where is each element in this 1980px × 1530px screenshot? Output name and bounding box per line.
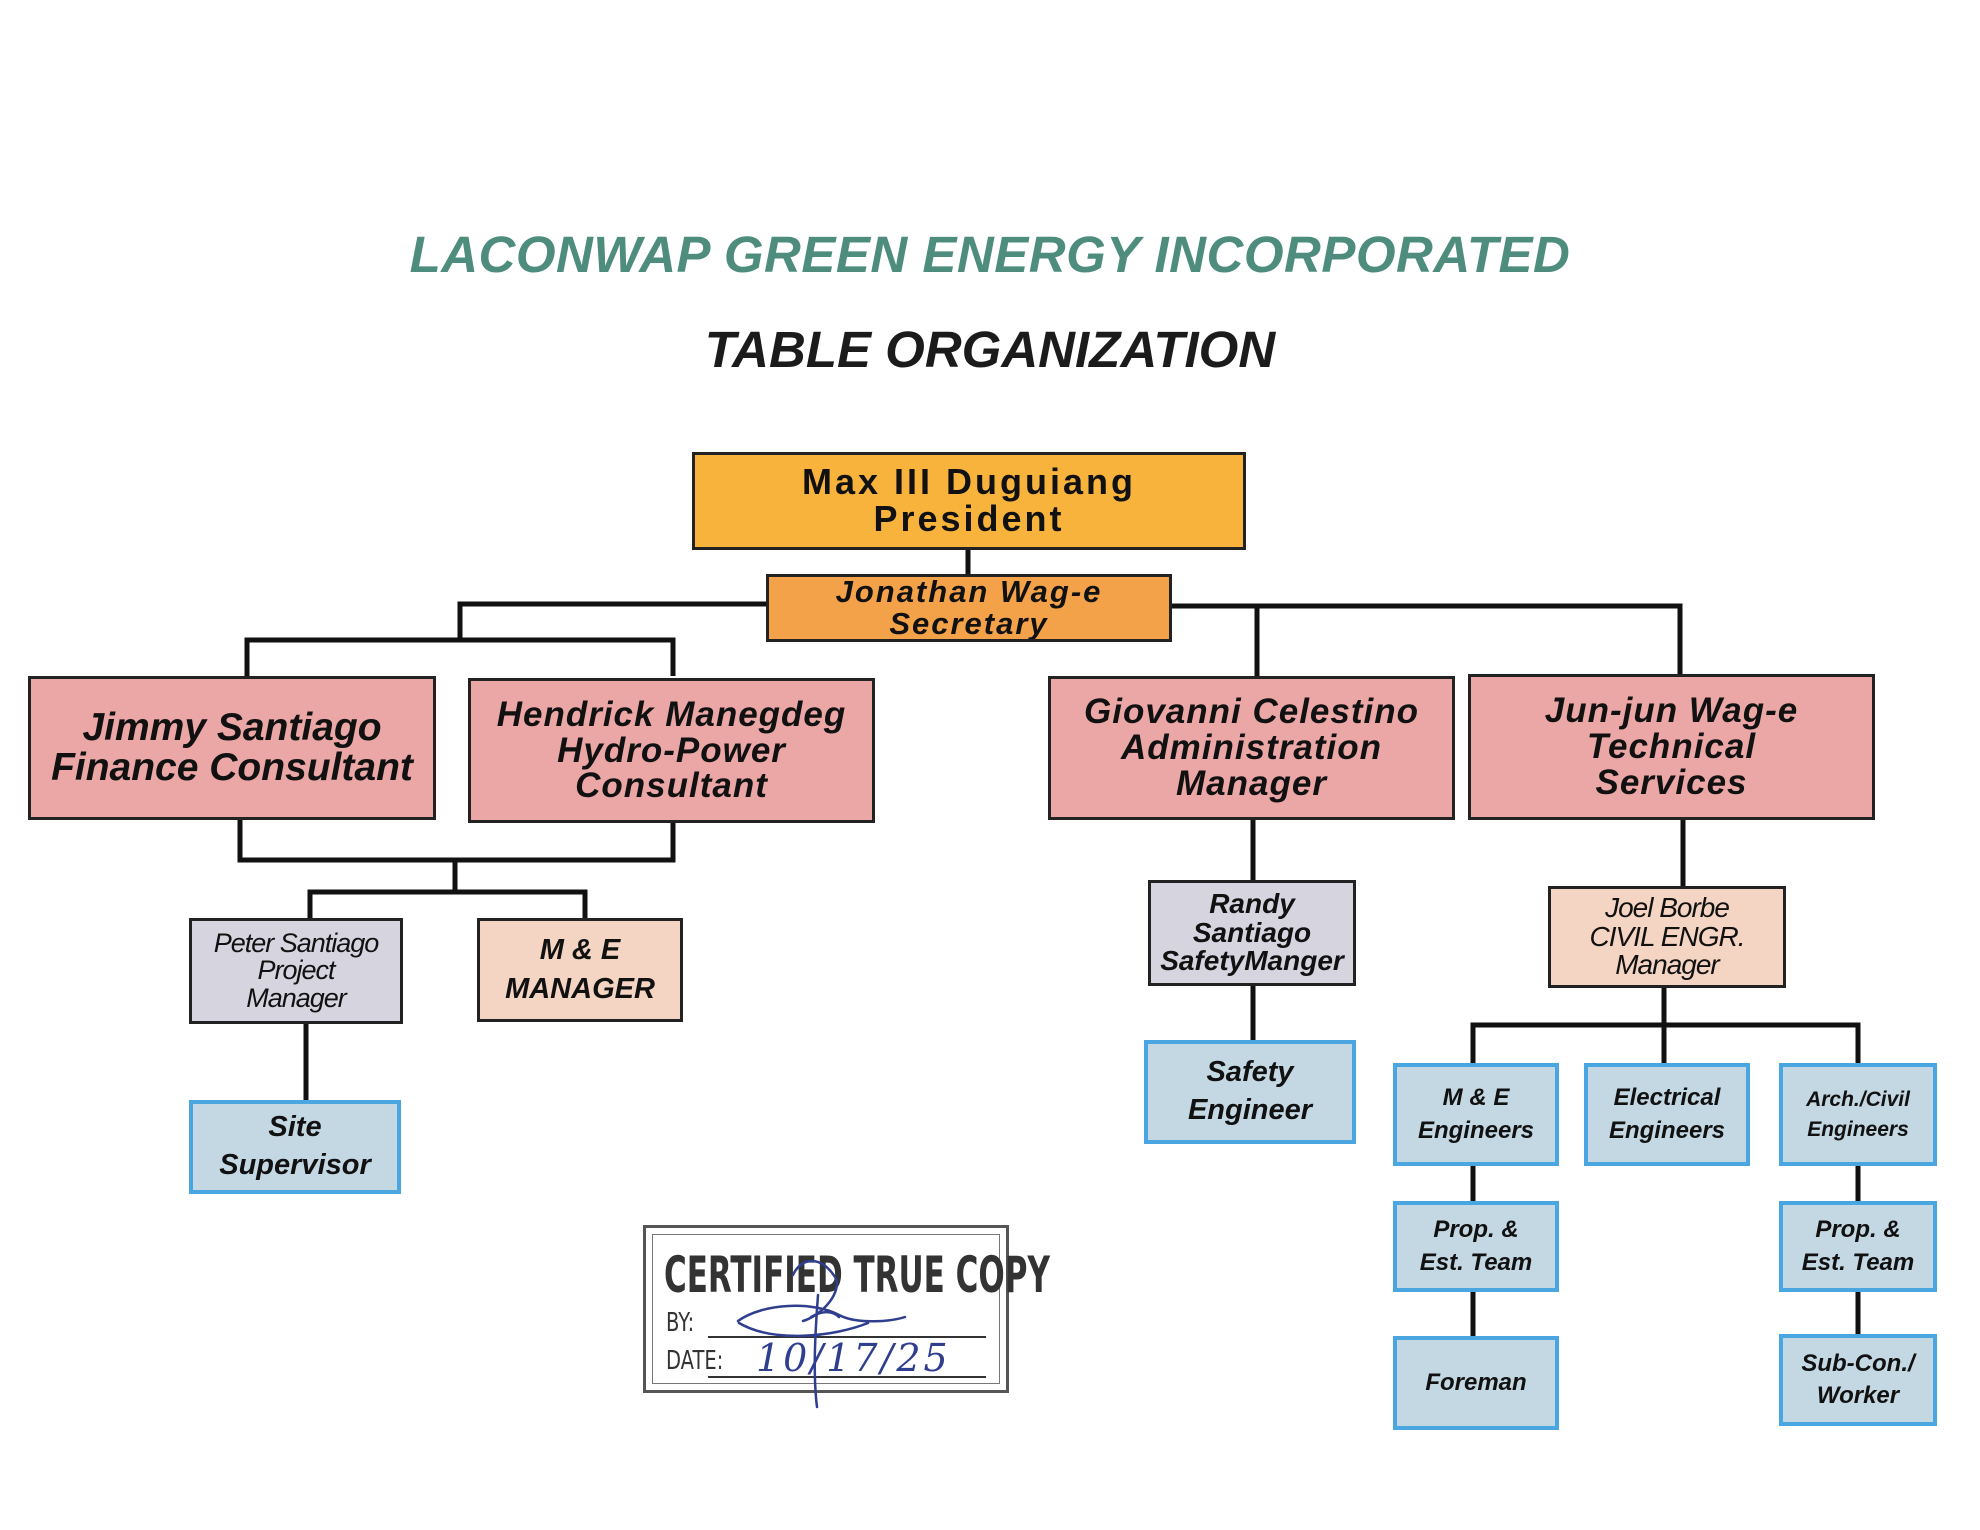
stamp-date-line — [708, 1376, 986, 1378]
prop-est-team-1-line-1: Prop. & — [1433, 1216, 1519, 1244]
me-engineers-box: M & E Engineers — [1393, 1063, 1559, 1166]
project-manager-line-1: Peter Santiago — [213, 927, 380, 958]
prop-est-team-box-1: Prop. & Est. Team — [1393, 1201, 1559, 1292]
me-manager-box: M & E MANAGER — [477, 918, 683, 1022]
admin-name: Giovanni Celestino — [1084, 692, 1419, 732]
stamp-title: CERTIFIED TRUE COPY — [664, 1246, 1050, 1304]
safety-engineer-line-2: Engineer — [1187, 1094, 1313, 1126]
civil-manager-line-1: Joel Borbe — [1605, 892, 1730, 924]
stamp-by-line — [708, 1336, 986, 1338]
secretary-box: Jonathan Wag-e Secretary — [766, 574, 1172, 642]
technical-role-2: Services — [1595, 762, 1748, 802]
foreman-box: Foreman — [1393, 1336, 1559, 1430]
electrical-engineers-line-1: Electrical — [1613, 1084, 1721, 1112]
technical-role: Technical — [1586, 727, 1757, 767]
arch-civil-engineers-line-2: Engineers — [1807, 1117, 1909, 1141]
safety-manager-line-2: Santiago — [1192, 916, 1312, 948]
safety-manager-box: Randy Santiago SafetyManger — [1148, 880, 1356, 986]
subcon-worker-line-1: Sub-Con./ — [1801, 1349, 1915, 1377]
secretary-name: Jonathan Wag-e — [835, 574, 1103, 610]
hydro-name: Hendrick Manegdeg — [496, 694, 847, 734]
arch-civil-engineers-box: Arch./Civil Engineers — [1779, 1063, 1937, 1166]
project-manager-box: Peter Santiago Project Manager — [189, 918, 403, 1024]
hydro-power-consultant-box: Hendrick Manegdeg Hydro-Power Consultant — [468, 678, 875, 823]
technical-services-box: Jun-jun Wag-e Technical Services — [1468, 674, 1875, 820]
finance-name: Jimmy Santiago — [82, 706, 382, 750]
safety-manager-line-1: Randy — [1209, 888, 1295, 920]
signature-mark — [736, 1259, 907, 1409]
foreman-line-1: Foreman — [1425, 1368, 1527, 1396]
admin-role-2: Manager — [1176, 763, 1327, 803]
electrical-engineers-line-2: Engineers — [1608, 1116, 1726, 1144]
hydro-role: Hydro-Power — [557, 730, 786, 770]
hydro-role-2: Consultant — [575, 766, 768, 806]
electrical-engineers-box: Electrical Engineers — [1584, 1063, 1750, 1166]
prop-est-team-2-line-2: Est. Team — [1801, 1248, 1915, 1276]
site-supervisor-line-1: Site — [268, 1111, 322, 1144]
prop-est-team-box-2: Prop. & Est. Team — [1779, 1201, 1937, 1292]
civil-engineer-manager-box: Joel Borbe CIVIL ENGR. Manager — [1548, 886, 1786, 988]
prop-est-team-1-line-2: Est. Team — [1419, 1248, 1533, 1276]
stamp-date-label: DATE: — [666, 1346, 724, 1376]
site-supervisor-line-2: Supervisor — [219, 1149, 371, 1181]
chart-subtitle: TABLE ORGANIZATION — [704, 321, 1276, 378]
admin-role: Administration — [1121, 728, 1382, 768]
stamp-by-label: BY: — [666, 1308, 695, 1338]
project-manager-line-3: Manager — [246, 982, 347, 1013]
civil-manager-line-2: CIVIL ENGR. — [1589, 920, 1746, 952]
site-supervisor-box: Site Supervisor — [189, 1100, 401, 1194]
finance-role: Finance Consultant — [51, 746, 413, 789]
civil-manager-line-3: Manager — [1615, 949, 1720, 981]
company-name: LACONWAP GREEN ENERGY INCORPORATED — [409, 226, 1571, 283]
subcon-worker-line-2: Worker — [1816, 1382, 1900, 1409]
finance-consultant-box: Jimmy Santiago Finance Consultant — [28, 676, 436, 820]
me-engineers-line-1: M & E — [1442, 1084, 1510, 1112]
safety-manager-line-3: SafetyManger — [1160, 945, 1344, 977]
administration-manager-box: Giovanni Celestino Administration Manage… — [1048, 676, 1455, 820]
arch-civil-engineers-line-1: Arch./Civil — [1806, 1088, 1910, 1112]
president-role: President — [873, 498, 1065, 539]
stamp-date-value: 10/17/25 — [756, 1336, 951, 1380]
me-manager-line-1: M & E — [539, 933, 621, 966]
project-manager-line-2: Project — [257, 955, 335, 986]
me-engineers-line-2: Engineers — [1417, 1116, 1535, 1144]
secretary-role: Secretary — [889, 606, 1049, 641]
me-manager-line-2: MANAGER — [505, 973, 655, 1005]
safety-engineer-line-1: Safety — [1206, 1056, 1294, 1089]
safety-engineer-box: Safety Engineer — [1144, 1040, 1356, 1144]
president-name: Max III Duguiang — [801, 461, 1136, 503]
technical-name: Jun-jun Wag-e — [1544, 691, 1799, 731]
president-box: Max III Duguiang President — [692, 452, 1246, 550]
prop-est-team-2-line-1: Prop. & — [1815, 1216, 1901, 1244]
subcon-worker-box: Sub-Con./ Worker — [1779, 1334, 1937, 1426]
